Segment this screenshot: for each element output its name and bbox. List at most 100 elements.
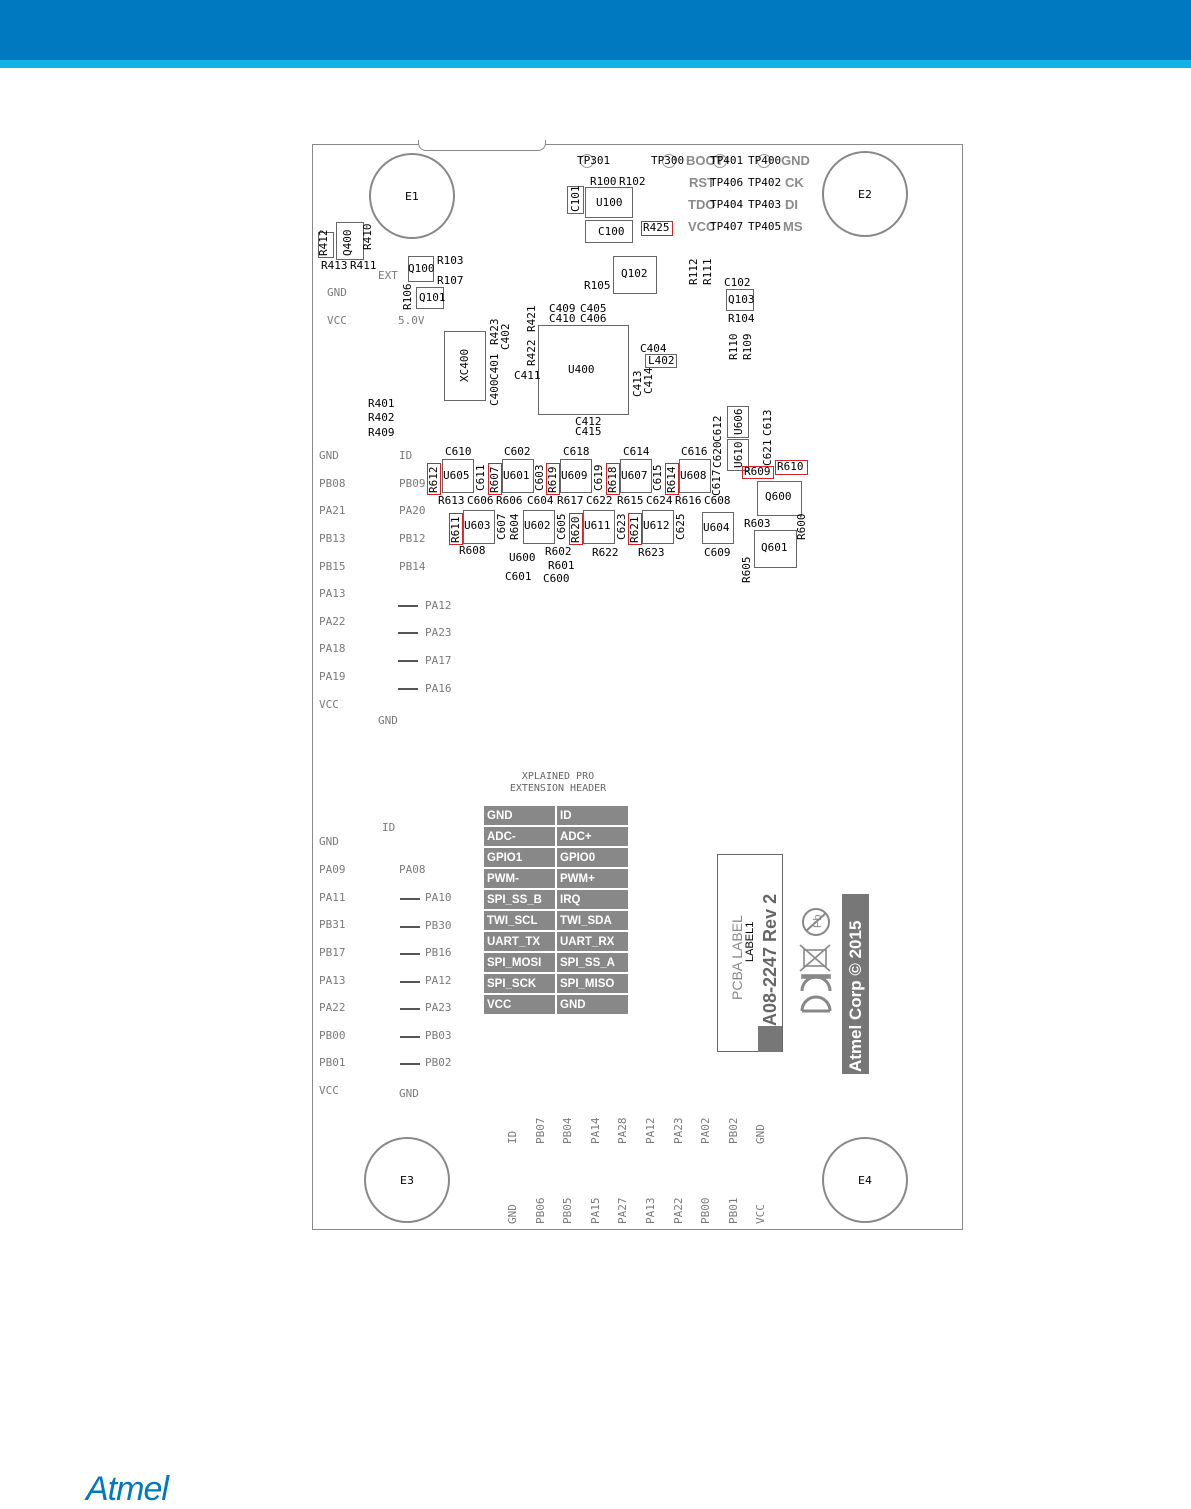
component-outline <box>645 354 677 368</box>
power-label-vcc: VCC <box>327 314 347 327</box>
jumper-line <box>400 926 420 928</box>
comp-label: C612 <box>711 415 724 443</box>
pin-label: PA12 <box>425 599 452 612</box>
component-outline <box>463 510 495 544</box>
pin-label: PA22 <box>319 1001 346 1014</box>
sig-tdo: TDO <box>688 197 716 212</box>
tp-label: TP400 <box>748 154 782 167</box>
jumper-line <box>400 1036 420 1038</box>
pin-label: PB13 <box>319 532 346 545</box>
comp-label: U608 <box>680 469 707 482</box>
part-number: A08-2247 Rev 2 <box>760 893 780 1026</box>
comp-label: R618 <box>606 466 619 494</box>
part-number-bg <box>758 1026 782 1052</box>
comp-label: R111 <box>701 258 714 286</box>
tp-label: TP300 <box>651 154 685 167</box>
component-outline <box>416 287 444 309</box>
comp-label: R409 <box>368 426 395 439</box>
pin-label: PB02 <box>425 1056 452 1069</box>
comp-label: C410 <box>549 312 576 325</box>
comp-label: C406 <box>580 312 607 325</box>
pin-label: GND <box>319 449 339 462</box>
pin-label: PB01 <box>319 1056 346 1069</box>
pin-label: PA13 <box>644 1197 657 1225</box>
comp-label: C613 <box>761 409 774 437</box>
comp-label: C609 <box>704 546 731 559</box>
comp-label: C625 <box>674 513 687 541</box>
comp-label: R413 <box>321 259 348 272</box>
comp-label: XC400 <box>458 348 471 382</box>
comp-label: Q400 <box>341 229 354 257</box>
comp-label: R411 <box>350 259 377 272</box>
pin-label: PA02 <box>699 1117 712 1145</box>
comp-label: R105 <box>584 279 611 292</box>
mcu-outline <box>538 325 629 415</box>
pcba-label-box <box>717 854 783 1052</box>
pin-label: PB05 <box>561 1197 574 1225</box>
comp-label: C603 <box>533 464 546 492</box>
component-outline <box>757 481 802 516</box>
tp-label: TP404 <box>710 198 744 211</box>
comp-label: R601 <box>548 559 575 572</box>
tp-label: TP406 <box>710 176 744 189</box>
header-bar <box>0 0 1191 60</box>
comp-label: R613 <box>438 494 465 507</box>
comp-label: C414 <box>642 367 655 395</box>
comp-label: U603 <box>464 519 491 532</box>
component-outline <box>318 232 334 258</box>
comp-label: C400 <box>488 379 501 407</box>
pin-label: GND <box>754 1124 767 1144</box>
comp-label: R606 <box>496 494 523 507</box>
sig-boot: BOOT <box>686 153 724 168</box>
component-outline <box>613 256 657 294</box>
component-outline <box>583 510 615 544</box>
comp-label: U605 <box>443 469 470 482</box>
comp-label: R110 <box>727 333 740 361</box>
compliance-icons: Pb <box>799 908 832 1013</box>
comp-label: C404 <box>640 342 667 355</box>
mount-hole-e3: E3 <box>364 1137 450 1223</box>
comp-label: C415 <box>575 425 602 438</box>
comp-label: R102 <box>619 175 646 188</box>
comp-label: R425 <box>643 221 670 234</box>
comp-label: Q102 <box>621 267 648 280</box>
comp-label: C409 <box>549 302 576 315</box>
pin-label: PA16 <box>425 682 452 695</box>
pin-label: PB17 <box>319 946 346 959</box>
comp-label: C602 <box>504 445 531 458</box>
comp-label: U100 <box>596 196 623 209</box>
comp-label: C607 <box>495 513 508 541</box>
pin-label: PB14 <box>399 560 426 573</box>
sig-di: DI <box>785 197 798 212</box>
pin-label: VCC <box>754 1204 767 1224</box>
comp-label: Q100 <box>408 262 435 275</box>
testpoint-marker <box>662 154 676 168</box>
comp-label: C402 <box>499 323 512 351</box>
pin-label: PB02 <box>727 1117 740 1145</box>
comp-label: R100 <box>590 175 617 188</box>
comp-label: R607 <box>488 466 501 494</box>
tp-label: TP407 <box>710 220 744 233</box>
pin-label: PA11 <box>319 891 346 904</box>
pin-label: PA10 <box>425 891 452 904</box>
comp-label: C615 <box>651 464 664 492</box>
component-outline <box>560 459 592 493</box>
comp-label: C611 <box>474 464 487 492</box>
comp-label: R106 <box>401 283 414 311</box>
comp-label: U607 <box>621 469 648 482</box>
component-outline <box>523 510 555 544</box>
comp-label: Q600 <box>765 490 792 503</box>
copyright-bar <box>842 894 869 1074</box>
comp-label: U609 <box>561 469 588 482</box>
pin-label: PB31 <box>319 918 346 931</box>
pin-label: PA15 <box>589 1197 602 1225</box>
comp-label: R402 <box>368 411 395 424</box>
testpoint-marker <box>757 154 771 168</box>
comp-label: R107 <box>437 274 464 287</box>
comp-label: R401 <box>368 397 395 410</box>
pin-label: PA13 <box>319 974 346 987</box>
